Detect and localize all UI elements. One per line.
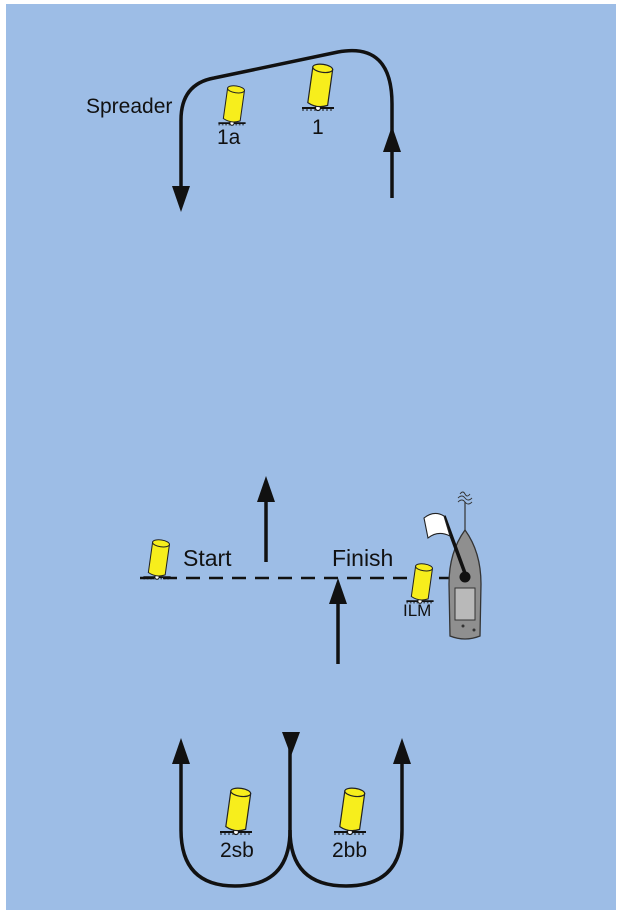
windward-loop-path (179, 48, 394, 200)
arrow-down-icon (282, 732, 300, 756)
finish-direction-arrow (329, 578, 347, 664)
leeward-gate-paths (172, 732, 411, 888)
committee-boat (423, 491, 482, 640)
label-finish: Finish (332, 545, 393, 571)
gate-loop-left (179, 746, 292, 888)
arrow-down-icon (172, 186, 190, 212)
gate-loop-right (288, 762, 404, 888)
arrow-up-icon (257, 476, 275, 502)
label-1a: 1a (217, 126, 241, 149)
label-1: 1 (312, 116, 324, 139)
water-background (6, 4, 616, 910)
arrow-up-icon (393, 738, 411, 764)
start-direction-arrow (257, 476, 275, 562)
label-2sb: 2sb (220, 839, 254, 862)
label-ilm: ILM (403, 601, 431, 620)
arrow-up-icon (383, 126, 401, 152)
arrow-up-icon (329, 578, 347, 604)
label-start: Start (183, 545, 232, 571)
arrow-up-icon (172, 738, 190, 764)
flag-icon (423, 512, 451, 539)
label-spreader: Spreader (86, 95, 172, 118)
label-2bb: 2bb (332, 839, 367, 862)
windward-loop (172, 48, 401, 212)
